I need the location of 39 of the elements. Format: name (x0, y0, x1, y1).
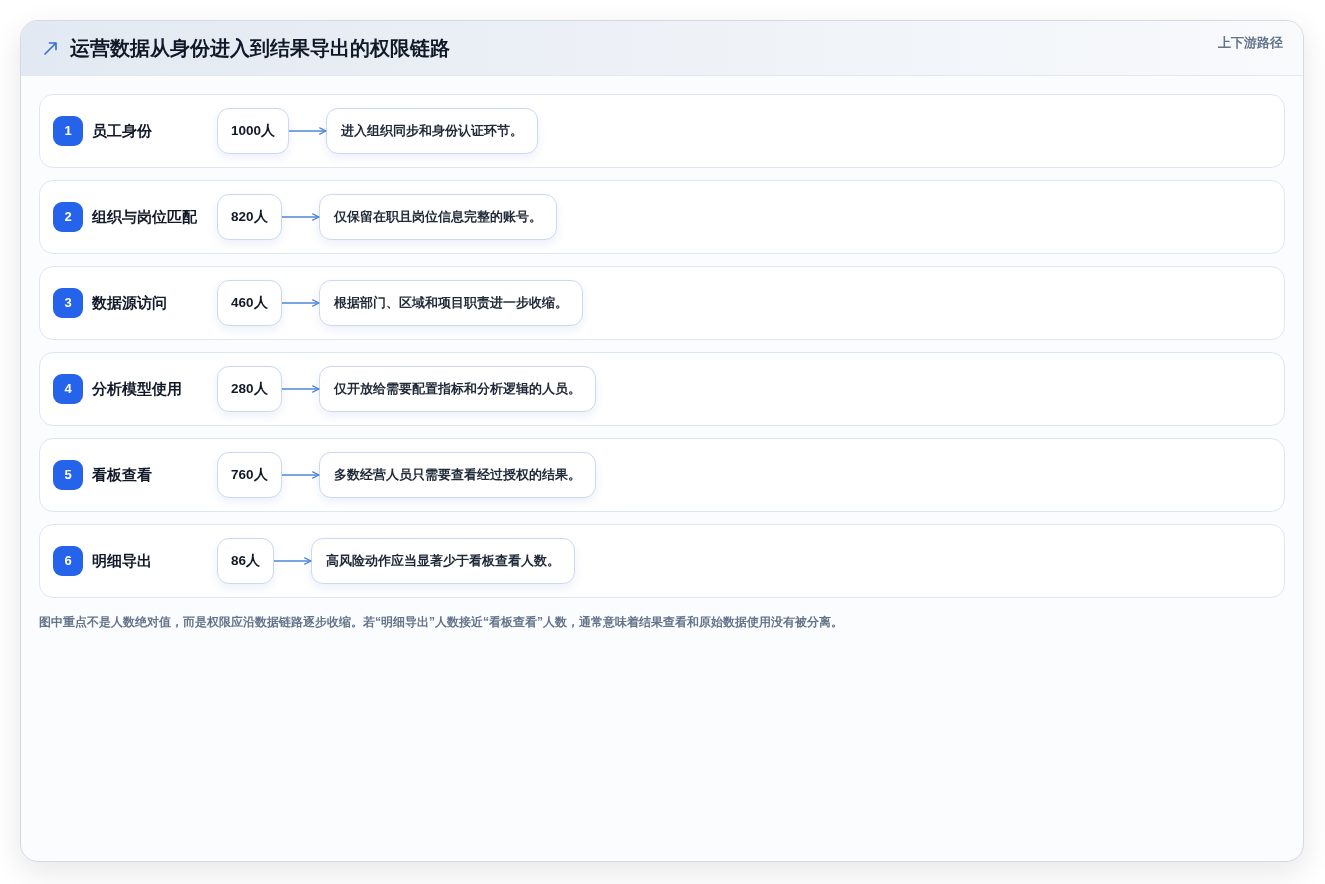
diagram-title: 运营数据从身份进入到结果导出的权限链路 (70, 36, 450, 61)
arrow (280, 385, 320, 393)
arrow (280, 299, 320, 307)
caption: 图中重点不是人数绝对值，而是权限应沿数据链路逐步收缩。若“明细导出”人数接近“看板查看”人数，通常意味着结果查看和原始数据使用没有被分离。 (38, 614, 844, 631)
step-number: 3 (53, 288, 83, 318)
description-box: 仅开放给需要配置指标和分析逻辑的人员。 (318, 366, 596, 412)
step-name: 明细导出 (92, 550, 153, 571)
step-name: 看板查看 (92, 464, 153, 485)
step-card (39, 524, 1285, 598)
arrow (280, 213, 320, 221)
arrow (280, 471, 320, 479)
count-box: 460人 (217, 280, 282, 326)
step-number: 2 (53, 202, 83, 232)
step-number: 1 (53, 116, 83, 146)
step-card (39, 438, 1285, 512)
count-box: 760人 (217, 452, 282, 498)
step-name: 员工身份 (92, 120, 153, 141)
header-note: 上下游路径 (1218, 34, 1283, 53)
arrow (273, 557, 312, 565)
step-name: 组织与岗位匹配 (92, 206, 198, 227)
description-box: 高风险动作应当显著少于看板查看人数。 (311, 538, 576, 584)
description-box: 多数经营人员只需要查看经过授权的结果。 (318, 452, 596, 498)
step-number: 5 (53, 460, 83, 490)
count-box: 820人 (217, 194, 282, 240)
step-name: 分析模型使用 (92, 378, 183, 399)
step-card (39, 266, 1285, 340)
description-box: 进入组织同步和身份认证环节。 (326, 108, 539, 154)
count-box: 1000人 (217, 108, 290, 154)
step-number: 6 (53, 546, 83, 576)
count-box: 280人 (217, 366, 282, 412)
step-card (39, 94, 1285, 168)
step-card (39, 180, 1285, 254)
description-box: 根据部门、区域和项目职责进一步收缩。 (318, 280, 583, 326)
count-box: 86人 (217, 538, 275, 584)
description-box: 仅保留在职且岗位信息完整的账号。 (318, 194, 557, 240)
arrow (288, 127, 327, 135)
step-name: 数据源访问 (92, 292, 168, 313)
step-card (39, 352, 1285, 426)
step-number: 4 (53, 374, 83, 404)
